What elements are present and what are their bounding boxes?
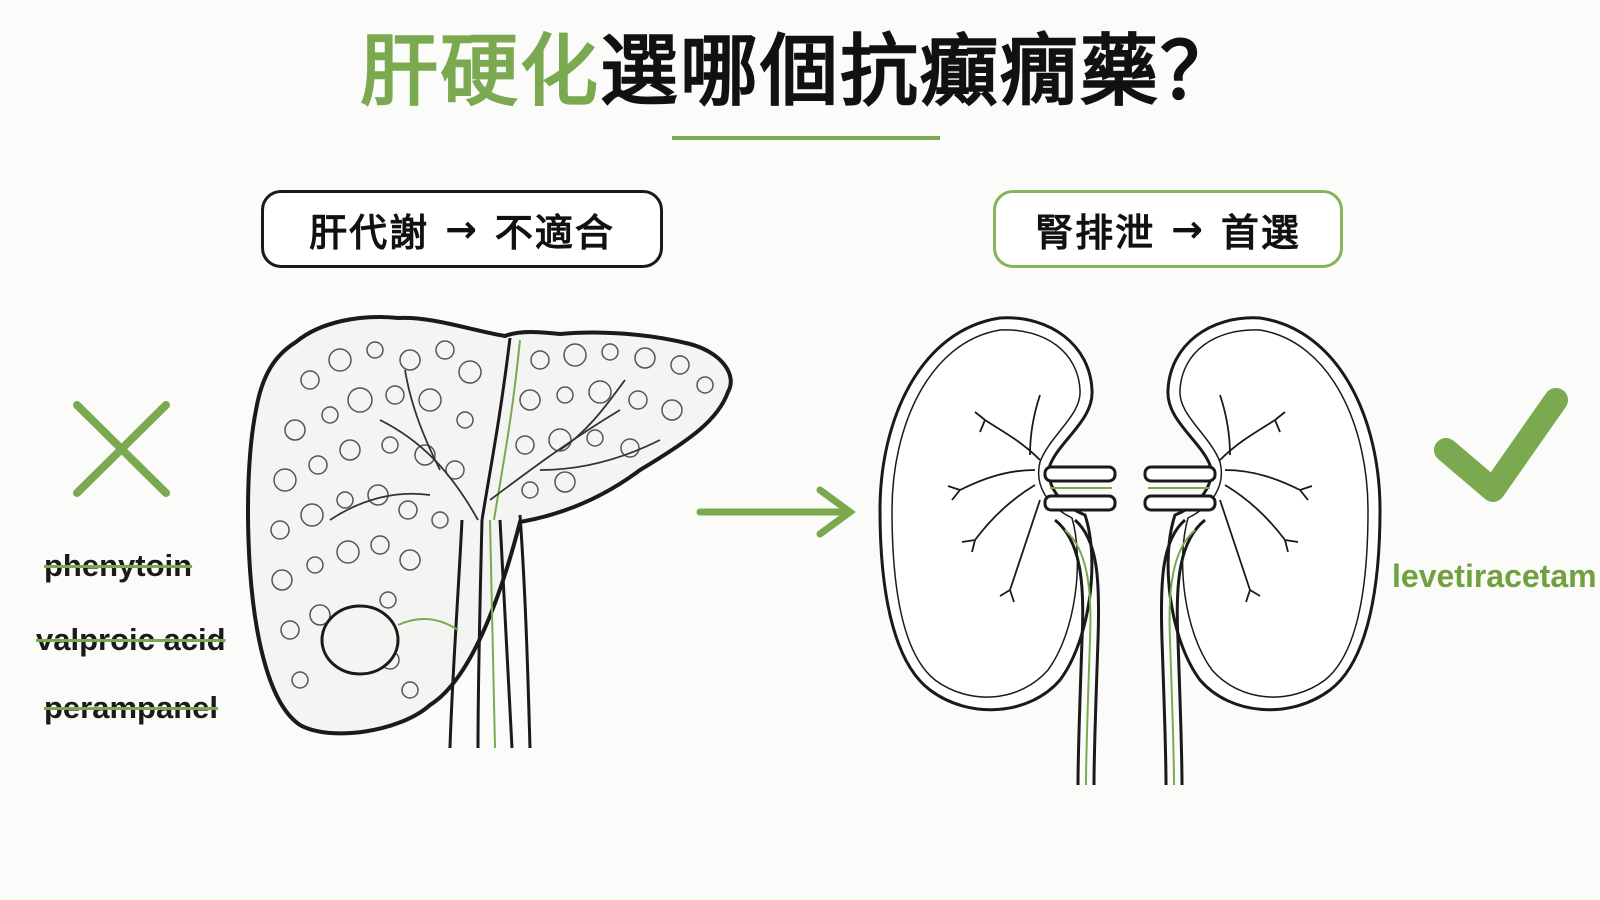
liver-illustration <box>246 315 733 749</box>
drug-valproic-acid: valproic acid <box>36 622 226 657</box>
title-accent: 肝硬化 <box>359 27 600 117</box>
badge-left-label: 肝代謝 <box>309 210 430 255</box>
check-icon <box>1434 388 1568 502</box>
badge-left-label: 腎排泄 <box>1035 210 1156 255</box>
kidneys-illustration <box>878 316 1382 786</box>
badge-arrow: → <box>445 207 479 251</box>
page-title: 肝硬化選哪個抗癲癇藥？ <box>0 22 1600 122</box>
cross-icon <box>73 401 170 497</box>
drug-levetiracetam: levetiracetam <box>1392 558 1597 594</box>
liver-metabolism-badge: 肝代謝 → 不適合 <box>261 190 663 268</box>
drug-perampanel: perampanel <box>44 690 219 725</box>
kidney-excretion-badge: 腎排泄 → 首選 <box>993 190 1343 268</box>
drug-phenytoin: phenytoin <box>44 548 193 583</box>
kidney-accents <box>1050 487 1210 786</box>
badge-right-label: 首選 <box>1220 210 1301 255</box>
title-underline <box>672 136 940 140</box>
badge-arrow: → <box>1171 207 1205 251</box>
badge-right-label: 不適合 <box>494 210 615 255</box>
arrow-right-icon <box>696 486 856 538</box>
title-main: 選哪個抗癲癇藥？ <box>600 27 1241 117</box>
